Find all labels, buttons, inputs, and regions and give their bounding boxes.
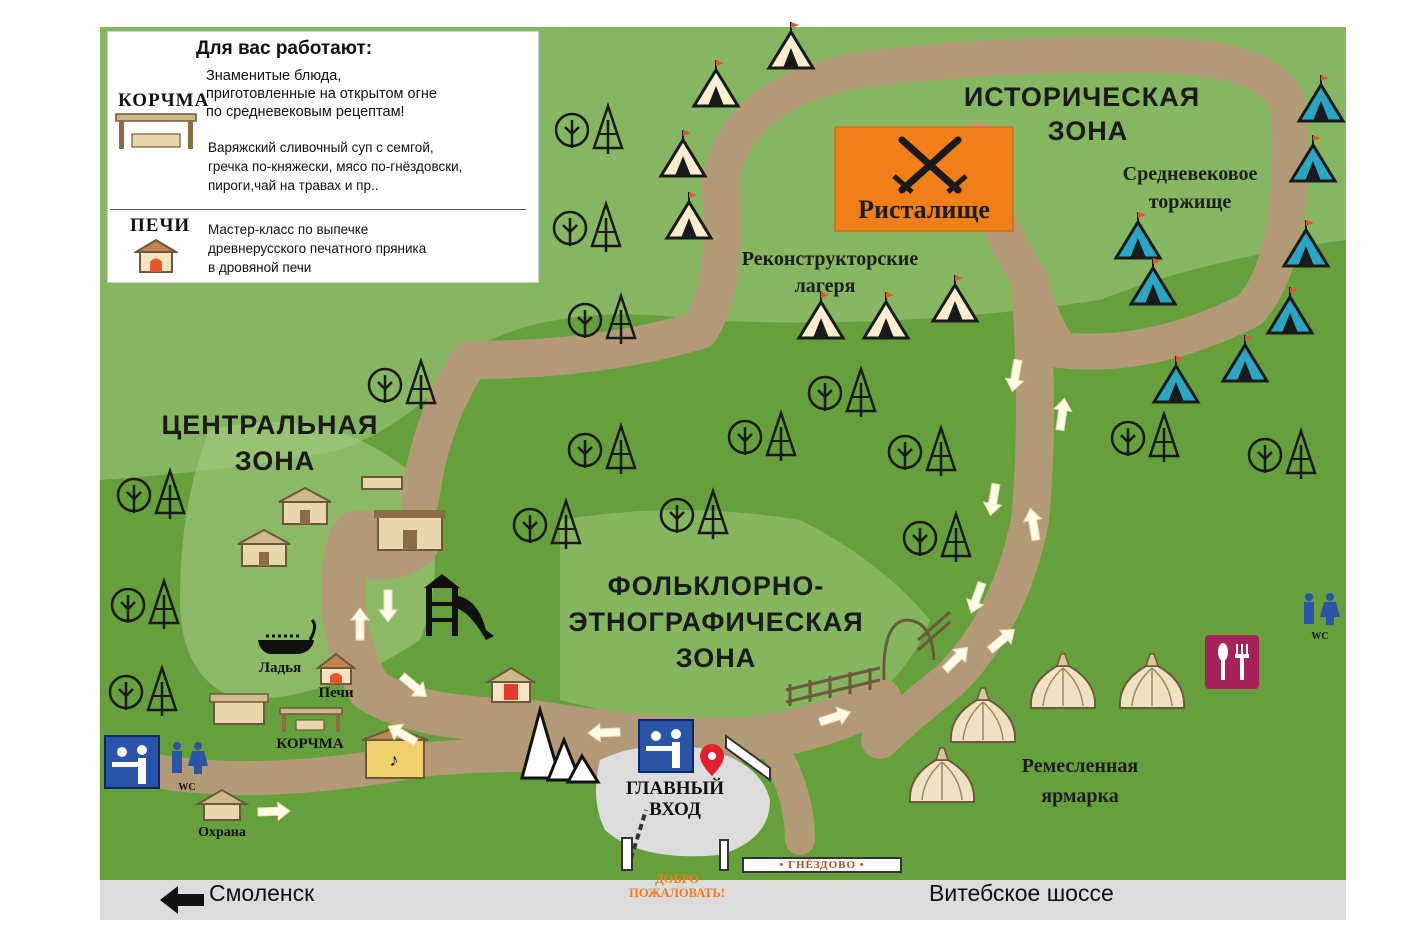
road-label-vitebsk: Витебское шоссе bbox=[929, 880, 1114, 906]
info-point-icon bbox=[484, 666, 538, 703]
craft-fair-label-2: ярмарка bbox=[1041, 785, 1118, 807]
crossed-swords-icon bbox=[898, 136, 962, 194]
legend-title: Для вас работают: bbox=[196, 38, 373, 59]
folk-zone-label: ФОЛЬКЛОРНО- bbox=[608, 571, 825, 601]
central-zone-label: ЦЕНТРАЛЬНАЯ bbox=[162, 410, 379, 440]
central-zone-label-2: ЗОНА bbox=[235, 446, 316, 476]
road-label-smolensk: Смоленск bbox=[209, 880, 315, 906]
oven-legend-icon bbox=[134, 238, 178, 273]
camps-label: Реконструкторские bbox=[742, 248, 919, 270]
pechi-line-2: древнерусского печатного пряника bbox=[208, 241, 427, 256]
korchma-menu-2: гречка по-княжески, мясо по-гнёздовски, bbox=[208, 159, 463, 174]
camps-label-2: лагеря bbox=[795, 275, 856, 297]
korchma-heading: КОРЧМА bbox=[118, 90, 210, 111]
main-entrance-label: ГЛАВНЫЙ ВХОД bbox=[615, 778, 735, 820]
wc-left-icon[interactable] bbox=[172, 742, 208, 774]
info-desk-left-icon[interactable] bbox=[104, 735, 160, 789]
welcome-label: ДОБРО ПОЖАЛОВАТЬ! bbox=[612, 872, 742, 900]
security-label: Охрана bbox=[198, 825, 246, 840]
market-label-2: торжище bbox=[1149, 191, 1232, 213]
vitebsk-highway bbox=[100, 880, 1346, 920]
security-hut-icon bbox=[194, 788, 250, 821]
historical-zone-label-2: ЗОНА bbox=[1048, 116, 1129, 146]
market-label: Средневековое bbox=[1123, 163, 1258, 185]
gnezdovo-sign: • ГНЁЗДОВО • bbox=[742, 857, 902, 873]
central-meadow bbox=[180, 421, 435, 700]
korchma-map-icon bbox=[279, 707, 343, 732]
barn-icon bbox=[374, 510, 446, 551]
oven-label: Печи bbox=[318, 685, 353, 701]
historical-zone-label: ИСТОРИЧЕСКАЯ bbox=[964, 82, 1200, 112]
svg-text:♪: ♪ bbox=[390, 750, 399, 770]
mountain-icon bbox=[520, 704, 601, 784]
korchma-icon bbox=[115, 113, 197, 149]
wc-left-label: WC bbox=[178, 782, 195, 793]
info-desk-main-icon[interactable] bbox=[638, 719, 694, 773]
food-court-icon[interactable] bbox=[1205, 635, 1259, 689]
arrow-left-icon bbox=[160, 886, 204, 914]
pechi-heading: ПЕЧИ bbox=[130, 215, 191, 236]
legend-divider bbox=[110, 209, 526, 210]
shelter-icon bbox=[209, 693, 269, 725]
korchma-line-2: приготовленные на открытом огне bbox=[206, 86, 437, 102]
location-pin-icon bbox=[700, 744, 724, 776]
wc-right-icon[interactable] bbox=[1304, 593, 1340, 625]
gate-barrier bbox=[621, 734, 771, 871]
welcome-line-2: ПОЖАЛОВАТЬ! bbox=[629, 886, 725, 900]
korchma-menu-1: Варяжский сливочный суп с семгой, bbox=[208, 140, 434, 155]
oven-icon bbox=[315, 652, 357, 685]
fence bbox=[785, 610, 951, 706]
korchma-line-1: Знаменитые блюда, bbox=[206, 68, 342, 84]
korchma-menu-3: пироги,чай на травах и пр.. bbox=[208, 178, 379, 193]
main-entrance-line-2: ВХОД bbox=[649, 799, 701, 820]
boat-label: Ладья bbox=[259, 660, 301, 676]
korchma-label: КОРЧМА bbox=[276, 736, 343, 752]
wc-right-label: WC bbox=[1311, 631, 1328, 642]
house-icon bbox=[361, 476, 403, 490]
legend-panel: Для вас работают: КОРЧМА Знаменитые блюд… bbox=[107, 31, 539, 283]
folk-zone-label-2: ЭТНОГРАФИЧЕСКАЯ bbox=[568, 607, 863, 637]
playground-slide-icon bbox=[424, 574, 494, 640]
folk-zone-label-3: ЗОНА bbox=[676, 643, 757, 673]
main-entrance-line-1: ГЛАВНЫЙ bbox=[626, 778, 724, 799]
welcome-line-1: ДОБРО bbox=[655, 872, 699, 886]
pechi-line-3: в дровяной печи bbox=[208, 260, 312, 275]
ristalishche-label: Ристалище bbox=[858, 195, 990, 224]
pechi-line-1: Мастер-класс по выпечке bbox=[208, 222, 369, 237]
craft-fair-label: Ремесленная bbox=[1022, 755, 1139, 777]
boat-icon bbox=[258, 618, 317, 654]
korchma-line-3: по средневековым рецептам! bbox=[206, 104, 405, 120]
folk-light-meadow bbox=[560, 510, 930, 740]
ristalishche-arena[interactable] bbox=[834, 126, 1014, 232]
